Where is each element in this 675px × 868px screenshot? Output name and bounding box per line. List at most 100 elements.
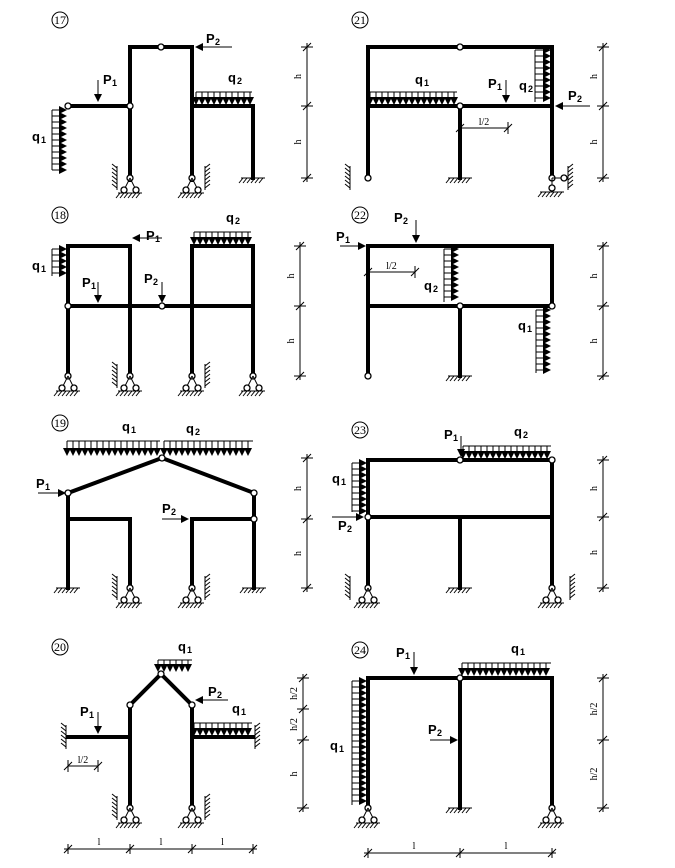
load-index: 1 — [405, 651, 410, 661]
load-label: P — [444, 427, 453, 442]
hinge-joint — [554, 816, 562, 824]
wall-hatch — [111, 365, 118, 371]
wall-hatch — [254, 730, 261, 736]
wall-hatch — [204, 167, 211, 173]
wall-hatch — [204, 381, 211, 387]
scheme-number: 20 — [54, 640, 66, 654]
load-index: 1 — [520, 647, 525, 657]
hinge-joint — [364, 513, 372, 521]
load-index: 1 — [341, 477, 346, 487]
load-index: 2 — [237, 76, 242, 86]
hinge-joint — [548, 456, 556, 464]
ground-hatch — [255, 587, 261, 594]
frame-member — [65, 455, 165, 496]
ground-hatch — [185, 390, 191, 397]
frame-member — [159, 455, 257, 496]
load-label: P — [80, 704, 89, 719]
ground-hatch — [545, 191, 551, 198]
wall-hatch — [344, 171, 351, 177]
wall-hatch — [344, 593, 351, 599]
dimension-tick — [598, 101, 608, 111]
dimension-label: h — [293, 551, 304, 556]
scheme-number: 22 — [354, 208, 366, 222]
ground-hatch — [549, 602, 555, 609]
wall-hatch — [111, 801, 118, 807]
ground-hatch — [69, 587, 75, 594]
hinge-joint — [182, 816, 190, 824]
ground-hatch — [197, 390, 203, 397]
load-index: 1 — [89, 710, 94, 720]
wall-hatch — [204, 377, 211, 383]
ground-hatch — [61, 390, 67, 397]
wall-hatch — [204, 183, 211, 189]
dimension-tick — [598, 42, 608, 52]
ground-hatch — [242, 177, 248, 184]
dimension-tick — [125, 844, 135, 854]
scheme-number-circle — [51, 206, 69, 224]
ground-hatch — [254, 177, 260, 184]
load-label: P — [36, 476, 45, 491]
dimension-label: h — [293, 140, 304, 145]
wall-hatch — [344, 577, 351, 583]
dimension-label: h — [589, 140, 600, 145]
wall-hatch — [569, 585, 576, 591]
dimension-tick — [598, 803, 608, 813]
load-label: P — [144, 271, 153, 286]
hinge-joint — [554, 596, 562, 604]
wall-hatch — [204, 801, 211, 807]
ground-hatch — [185, 602, 191, 609]
wall-hatch — [111, 805, 118, 811]
scheme-number-circle — [351, 421, 369, 439]
scheme-number: 19 — [54, 416, 66, 430]
ground-hatch — [119, 192, 125, 199]
load-index: 1 — [45, 482, 50, 492]
ground-hatch — [193, 192, 199, 199]
wall-hatch — [111, 585, 118, 591]
wall-hatch — [111, 369, 118, 375]
wall-hatch — [204, 577, 211, 583]
wall-hatch — [204, 361, 211, 367]
ground-hatch — [135, 390, 141, 397]
load-index: 1 — [345, 235, 350, 245]
hinge-joint — [132, 384, 140, 392]
ground-hatch — [553, 822, 559, 829]
load-label: P — [428, 722, 437, 737]
dimension-tick — [298, 735, 308, 745]
ground-hatch — [251, 587, 257, 594]
ground-hatch — [238, 390, 244, 397]
hinge-joint — [194, 596, 202, 604]
ground-hatch — [115, 822, 121, 829]
ground-hatch — [361, 602, 367, 609]
ground-hatch — [123, 192, 129, 199]
wall-hatch — [344, 179, 351, 185]
dimension-tick — [455, 848, 465, 858]
scheme-number-circle — [351, 206, 369, 224]
dimension-tick — [302, 514, 312, 524]
hinge-joint — [194, 384, 202, 392]
load-index: 2 — [528, 84, 533, 94]
ground-hatch — [353, 822, 359, 829]
ground-hatch — [365, 822, 371, 829]
wall-hatch — [569, 577, 576, 583]
frame-member — [127, 671, 164, 708]
load-label: P — [82, 275, 91, 290]
ground-hatch — [445, 807, 451, 814]
wall-hatch — [204, 171, 211, 177]
hinge-joint — [243, 384, 251, 392]
ground-hatch — [193, 822, 199, 829]
hinge-joint — [358, 816, 366, 824]
scheme-number: 24 — [354, 643, 366, 657]
hinge-joint — [182, 384, 190, 392]
wall-hatch — [569, 593, 576, 599]
hinge-joint — [120, 816, 128, 824]
half-span-label: l/2 — [386, 261, 397, 272]
ground-hatch — [127, 602, 133, 609]
wall-hatch — [60, 738, 67, 744]
wall-hatch — [60, 730, 67, 736]
scheme-number-circle — [51, 638, 69, 656]
span-label: l — [505, 841, 508, 852]
ground-hatch — [123, 602, 129, 609]
dimension-tick — [187, 844, 197, 854]
ground-hatch — [557, 191, 563, 198]
ground-hatch — [185, 192, 191, 199]
